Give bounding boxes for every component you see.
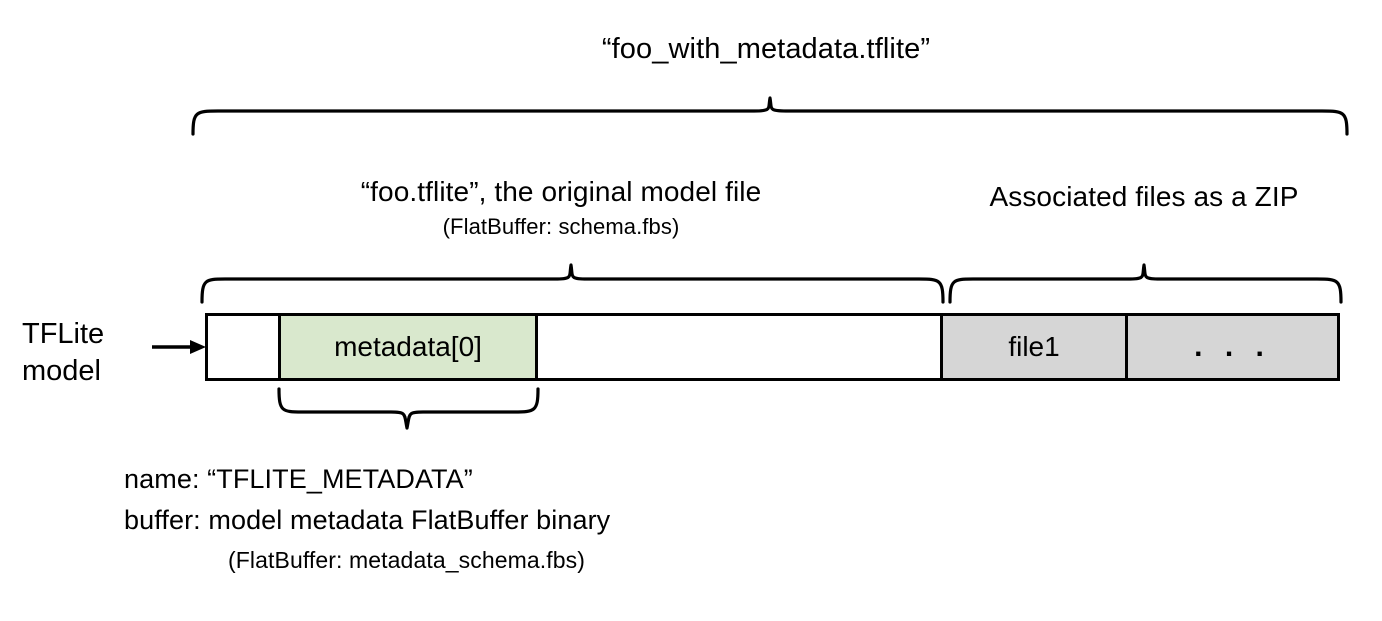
diagram-title: “foo_with_metadata.tflite” bbox=[601, 33, 931, 65]
arrow-icon bbox=[152, 340, 206, 354]
bar-segment-more-files: . . . bbox=[1128, 316, 1337, 378]
metadata-note-buffer: buffer: model metadata FlatBuffer binary bbox=[124, 505, 611, 535]
bar-segment-leading-pad bbox=[208, 316, 278, 378]
bar-segment-file1: file1 bbox=[940, 316, 1128, 378]
section-label-associated-files: Associated files as a ZIP bbox=[989, 181, 1299, 212]
bar-segment-model-body bbox=[538, 316, 940, 378]
metadata-note-name: name: “TFLITE_METADATA” bbox=[124, 464, 473, 494]
bar-segment-metadata-0: metadata[0] bbox=[278, 316, 538, 378]
side-label-tflite-model: TFLite model bbox=[22, 318, 105, 388]
brace-metadata-detail bbox=[277, 387, 540, 430]
model-byte-layout-bar: metadata[0] file1 . . . bbox=[205, 313, 1340, 381]
brace-full-file bbox=[191, 96, 1349, 136]
brace-associated-files bbox=[948, 263, 1343, 304]
metadata-note-schema: (FlatBuffer: metadata_schema.fbs) bbox=[228, 547, 585, 573]
section-sublabel-original-model: (FlatBuffer: schema.fbs) bbox=[442, 214, 680, 239]
brace-original-model bbox=[200, 263, 945, 304]
section-label-original-model: “foo.tflite”, the original model file bbox=[360, 176, 762, 207]
